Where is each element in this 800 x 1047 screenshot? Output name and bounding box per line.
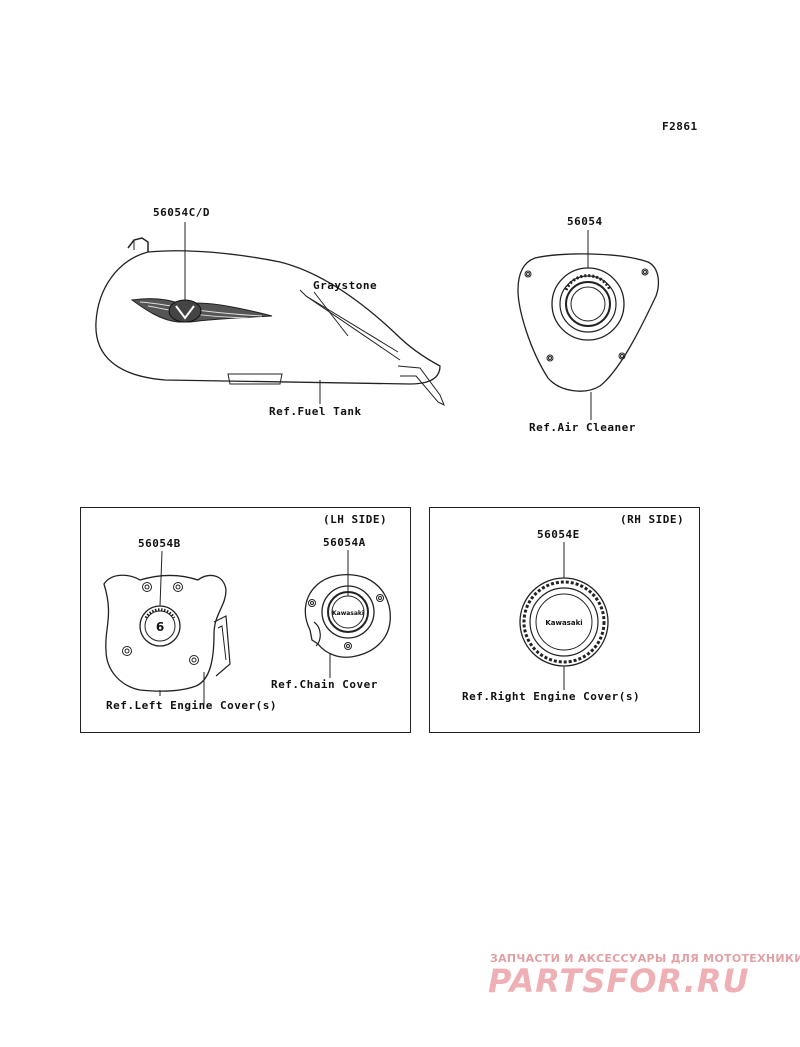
chain-cover-ref: Ref.Chain Cover <box>271 678 378 691</box>
figure-code: F2861 <box>662 120 698 133</box>
watermark-tagline: ЗАПЧАСТИ И АКСЕССУАРЫ ДЛЯ МОТОТЕХНИКИ <box>490 952 800 965</box>
tank-wing-emblem <box>130 298 273 323</box>
tank-emblem-part-number: 56054C/D <box>153 206 210 219</box>
right-cover-brand: Kawasaki <box>545 619 582 627</box>
leader-lines <box>159 222 592 705</box>
fuel-tank-ref: Ref.Fuel Tank <box>269 405 362 418</box>
chain-cover-brand: Kawasaki <box>332 610 364 617</box>
air-cleaner-part-number: 56054 <box>567 215 603 228</box>
left-engine-cover-drawing <box>103 574 231 696</box>
rh-side-panel <box>429 507 700 733</box>
chain-cover-part-number: 56054A <box>323 536 366 549</box>
air-cleaner-drawing <box>517 253 660 392</box>
tank-color-label: Graystone <box>313 279 378 292</box>
watermark-site: PARTSFOR.RU <box>488 962 750 1000</box>
lh-side-panel <box>80 507 411 733</box>
fuel-tank-drawing <box>95 237 445 407</box>
left-engine-cover-ref: Ref.Left Engine Cover(s) <box>106 699 277 712</box>
right-engine-cover-ref: Ref.Right Engine Cover(s) <box>462 690 641 703</box>
lh-side-label: (LH SIDE) <box>323 513 388 526</box>
left-cover-part-number: 56054B <box>138 537 181 550</box>
gauge-digit: 6 <box>156 620 164 634</box>
air-cleaner-ref: Ref.Air Cleaner <box>529 421 636 434</box>
rh-side-label: (RH SIDE) <box>620 513 685 526</box>
right-cover-part-number: 56054E <box>537 528 580 541</box>
